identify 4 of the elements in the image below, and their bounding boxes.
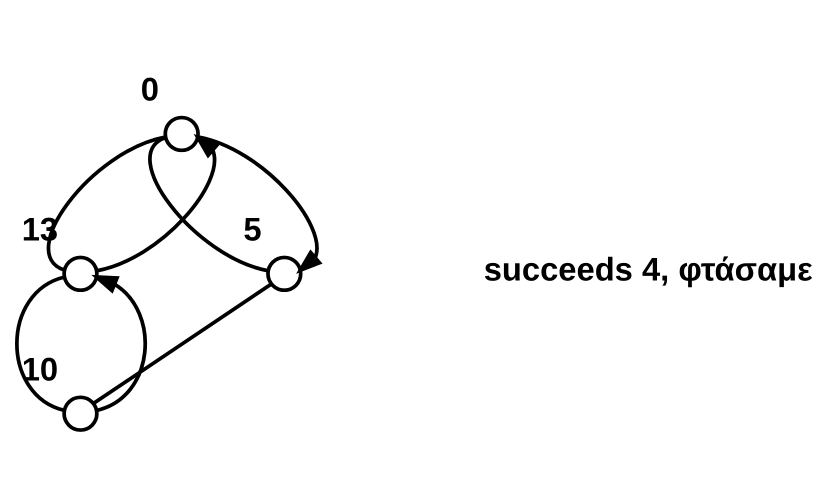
- label: succeeds 4, φτάσαμε: [484, 250, 813, 288]
- node-label: 5: [243, 210, 262, 247]
- node-label: 0: [140, 70, 159, 108]
- node-label: 10: [22, 350, 58, 387]
